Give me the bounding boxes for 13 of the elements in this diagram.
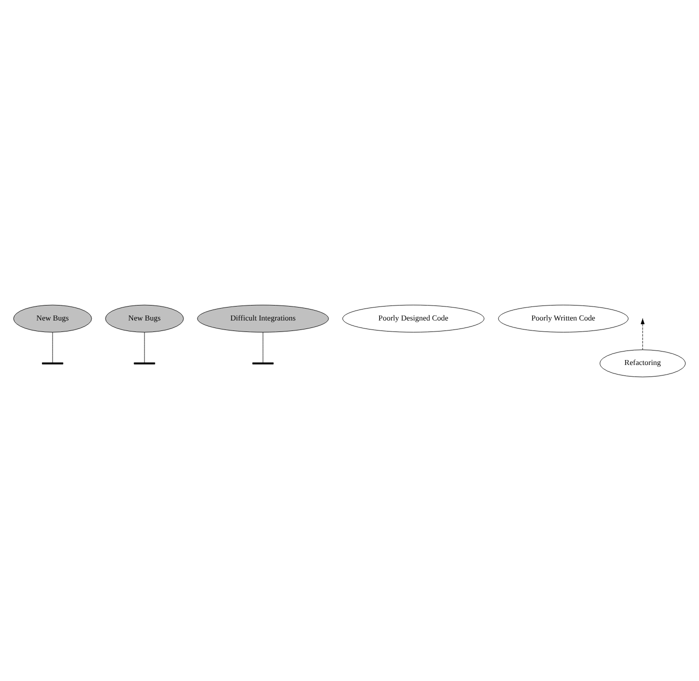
node-bar xyxy=(252,362,274,364)
arrow xyxy=(640,318,645,350)
node-ellipse: New Bugs xyxy=(105,304,184,332)
node-ellipse: New Bugs xyxy=(13,304,92,332)
node-ellipse: Difficult Integrations xyxy=(197,304,329,332)
node-ellipse: Refactoring xyxy=(600,349,686,377)
connector xyxy=(262,332,264,362)
node-bar xyxy=(134,362,156,364)
connector xyxy=(144,332,145,362)
connector xyxy=(52,332,53,362)
node-ellipse: Poorly Written Code xyxy=(498,304,628,332)
node-ellipse: Poorly Designed Code xyxy=(342,304,484,332)
node-bar xyxy=(42,362,64,364)
